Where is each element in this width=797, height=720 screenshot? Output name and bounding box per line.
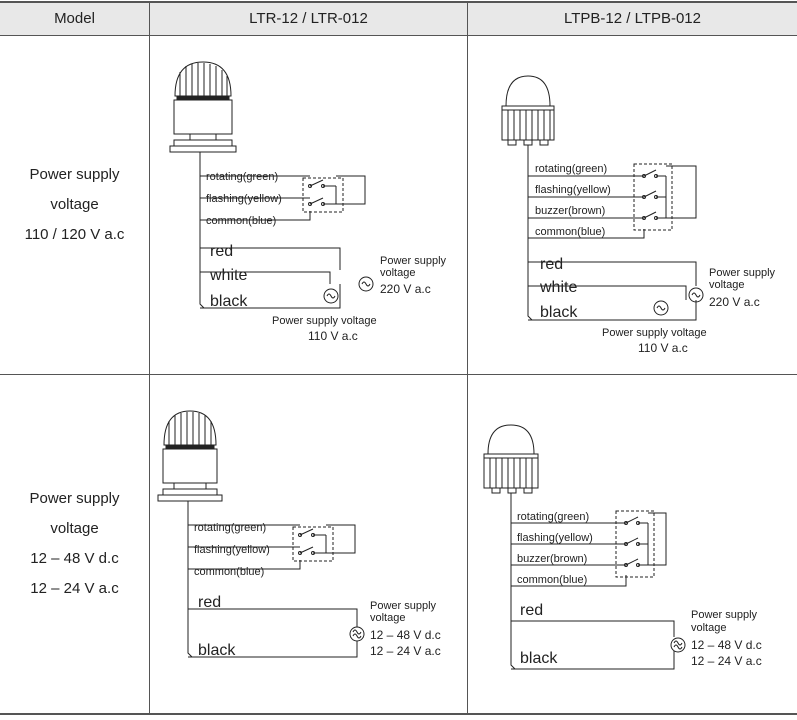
row2-line1: Power supply — [29, 490, 120, 507]
wire-buzzer: buzzer(brown) — [535, 205, 605, 217]
row-label-ac: Power supply voltage 110 / 120 V a.c — [0, 36, 149, 374]
header-ltr: LTR-12 / LTR-012 — [150, 2, 467, 35]
wire-common: common(blue) — [194, 566, 264, 578]
wire-white: white — [539, 279, 577, 296]
supply-heading-2: voltage — [380, 267, 415, 279]
wire-rotating: rotating(green) — [206, 171, 278, 183]
wire-flashing: flashing(yellow) — [517, 532, 593, 544]
grid-top — [0, 1, 797, 3]
diagram-ltr-ac: rotating(green) flashing(yellow) common(… — [169, 61, 447, 343]
acdc-source-icon — [349, 626, 365, 642]
wire-black: black — [540, 304, 578, 321]
wire-red: red — [198, 594, 221, 611]
diagram-ltpb-dc: rotating(green) flashing(yellow) buzzer(… — [483, 424, 762, 670]
wire-flashing: flashing(yellow) — [535, 184, 611, 196]
grid-row-divider — [0, 374, 797, 375]
grid-col-2 — [467, 2, 468, 714]
supply-heading-2: voltage — [370, 612, 405, 624]
wire-flashing: flashing(yellow) — [206, 193, 282, 205]
wire-common: common(blue) — [535, 226, 605, 238]
wire-red: red — [540, 256, 563, 273]
supply-220: 220 V a.c — [380, 282, 431, 296]
wire-rotating: rotating(green) — [517, 511, 589, 523]
supply-110-label: Power supply voltage — [272, 315, 377, 327]
supply-220: 220 V a.c — [709, 295, 760, 309]
supply-heading: Power supply — [370, 600, 437, 612]
grid-header-bottom — [0, 35, 797, 36]
supply-dc: 12 – 48 V d.c — [370, 628, 441, 642]
row1-line3: 110 / 120 V a.c — [24, 226, 125, 243]
supply-110-value: 110 V a.c — [638, 341, 688, 355]
diagram-ltr-dc: rotating(green) flashing(yellow) common(… — [157, 410, 441, 659]
acdc-source-icon — [670, 637, 686, 653]
supply-110-label: Power supply voltage — [602, 327, 707, 339]
lamp-dome-icon — [483, 424, 539, 494]
lamp-dome-icon — [501, 75, 555, 146]
row1-line1: Power supply — [29, 166, 120, 183]
supply-heading-2: voltage — [709, 279, 744, 291]
supply-heading: Power supply — [709, 267, 776, 279]
row2-line2: voltage — [50, 520, 99, 537]
wire-red: red — [520, 602, 543, 619]
row2-line4: 12 – 24 V a.c — [30, 580, 119, 597]
wire-rotating: rotating(green) — [194, 522, 266, 534]
lamp-dome-icon — [157, 410, 223, 502]
grid-bottom — [0, 713, 797, 715]
supply-ac: 12 – 24 V a.c — [370, 644, 441, 658]
wire-buzzer: buzzer(brown) — [517, 553, 587, 565]
ac-source-icon — [653, 300, 669, 316]
ac-source-icon — [688, 287, 704, 303]
wire-common: common(blue) — [517, 574, 587, 586]
row-label-dc: Power supply voltage 12 – 48 V d.c 12 – … — [0, 375, 149, 713]
supply-heading-2: voltage — [691, 622, 726, 634]
wire-black: black — [198, 642, 236, 659]
ac-source-icon — [323, 288, 339, 304]
wire-red: red — [210, 243, 233, 260]
supply-heading: Power supply — [691, 609, 758, 621]
grid-col-1 — [149, 2, 150, 714]
wire-black: black — [520, 650, 558, 667]
row2-line3: 12 – 48 V d.c — [30, 550, 119, 567]
diagram-ltpb-ac: rotating(green) flashing(yellow) buzzer(… — [501, 75, 776, 355]
wire-white: white — [209, 267, 247, 284]
supply-ac: 12 – 24 V a.c — [691, 654, 762, 668]
lamp-dome-icon — [169, 61, 237, 153]
supply-110-value: 110 V a.c — [308, 329, 358, 343]
header-ltpb: LTPB-12 / LTPB-012 — [468, 2, 797, 35]
wire-rotating: rotating(green) — [535, 163, 607, 175]
row1-line2: voltage — [50, 196, 99, 213]
wire-black: black — [210, 293, 248, 310]
wire-common: common(blue) — [206, 215, 276, 227]
wire-flashing: flashing(yellow) — [194, 544, 270, 556]
ac-source-icon — [358, 276, 374, 292]
supply-dc: 12 – 48 V d.c — [691, 638, 762, 652]
header-model: Model — [0, 2, 149, 35]
supply-heading: Power supply — [380, 255, 447, 267]
